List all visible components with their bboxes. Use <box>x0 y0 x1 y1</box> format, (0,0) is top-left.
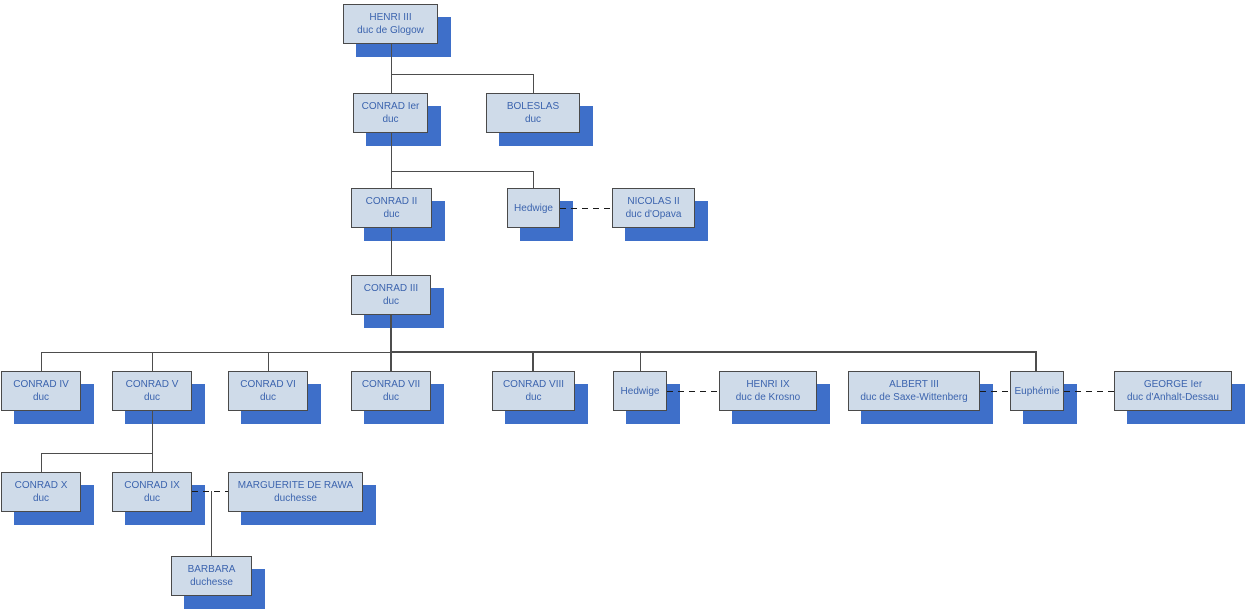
person-name: BOLESLAS <box>506 101 560 112</box>
marriage-line <box>667 391 719 392</box>
person-title: duc <box>382 392 400 403</box>
node-conrad-ii[interactable]: CONRAD II duc <box>351 188 432 228</box>
person-name: Hedwige <box>514 202 553 214</box>
connector-line <box>211 491 212 556</box>
person-title: duchesse <box>190 577 233 588</box>
node-george-ier[interactable]: GEORGE Ier duc d'Anhalt-Dessau <box>1114 371 1232 411</box>
person-name: BARBARA <box>187 564 236 575</box>
node-conrad-v[interactable]: CONRAD V duc <box>112 371 192 411</box>
person-name: NICOLAS II <box>627 196 680 207</box>
person-name: HENRI III <box>369 12 412 23</box>
marriage-line <box>560 208 612 209</box>
node-barbara[interactable]: BARBARA duchesse <box>171 556 252 596</box>
person-name: CONRAD VIII <box>502 379 565 390</box>
person-title: duc <box>259 392 277 403</box>
connector-line <box>41 453 42 472</box>
connector-line <box>268 352 269 371</box>
node-boleslas[interactable]: BOLESLAS duc <box>486 93 580 133</box>
node-henri-ix[interactable]: HENRI IX duc de Krosno <box>719 371 817 411</box>
person-name: HENRI IX <box>746 379 790 390</box>
node-hedwige-2[interactable]: Hedwige <box>613 371 667 411</box>
person-name: CONRAD VI <box>240 379 296 390</box>
person-title: duc <box>143 392 161 403</box>
person-name: MARGUERITE DE RAWA <box>237 480 354 491</box>
marriage-line <box>980 391 1010 392</box>
person-title: duc de Saxe-Wittenberg <box>860 392 968 403</box>
connector-line <box>41 352 391 353</box>
node-conrad-iv[interactable]: CONRAD IV duc <box>1 371 81 411</box>
connector-line <box>152 411 153 472</box>
person-name: CONRAD IX <box>124 480 180 491</box>
connector-line <box>533 74 534 93</box>
node-hedwige-1[interactable]: Hedwige <box>507 188 560 228</box>
person-title: duc <box>524 114 542 125</box>
person-title: duc <box>382 296 400 307</box>
connector-line <box>391 44 392 93</box>
node-conrad-ix[interactable]: CONRAD IX duc <box>112 472 192 512</box>
person-title: duc <box>382 114 399 125</box>
person-name: CONRAD II <box>365 196 418 207</box>
node-henri-iii[interactable]: HENRI III duc de Glogow <box>343 4 438 44</box>
connector-line <box>391 133 392 188</box>
node-euphemie[interactable]: Euphémie <box>1010 371 1064 411</box>
person-name: Hedwige <box>620 385 660 397</box>
person-name: CONRAD VII <box>361 379 421 390</box>
connector-line <box>640 352 641 371</box>
connector-line <box>152 352 153 371</box>
person-title: duchesse <box>274 493 317 504</box>
node-albert-iii[interactable]: ALBERT III duc de Saxe-Wittenberg <box>848 371 980 411</box>
connector-line <box>532 351 534 371</box>
connector-line <box>41 453 152 454</box>
node-conrad-vi[interactable]: CONRAD VI duc <box>228 371 308 411</box>
node-conrad-ier[interactable]: CONRAD Ier duc <box>353 93 428 133</box>
node-conrad-vii[interactable]: CONRAD VII duc <box>351 371 431 411</box>
connector-line <box>390 315 392 371</box>
node-marguerite-de-rawa[interactable]: MARGUERITE DE RAWA duchesse <box>228 472 363 512</box>
person-name: GEORGE Ier <box>1143 379 1203 390</box>
person-title: duc d'Anhalt-Dessau <box>1127 392 1219 403</box>
connector-line <box>391 228 392 275</box>
person-name: Euphémie <box>1014 385 1060 397</box>
person-title: duc <box>525 392 542 403</box>
node-conrad-x[interactable]: CONRAD X duc <box>1 472 81 512</box>
connector-line <box>533 171 534 188</box>
node-conrad-viii[interactable]: CONRAD VIII duc <box>492 371 575 411</box>
person-name: ALBERT III <box>889 379 939 390</box>
node-conrad-iii[interactable]: CONRAD III duc <box>351 275 431 315</box>
person-title: duc <box>143 493 161 504</box>
marriage-line <box>192 491 228 492</box>
person-title: duc de Glogow <box>357 25 424 36</box>
node-nicolas-ii[interactable]: NICOLAS II duc d'Opava <box>612 188 695 228</box>
person-name: CONRAD X <box>14 480 68 491</box>
person-title: duc <box>32 392 50 403</box>
connector-line <box>1035 351 1037 371</box>
connector-line <box>391 171 534 172</box>
person-title: duc <box>383 209 400 220</box>
person-name: CONRAD Ier <box>361 101 420 112</box>
connector-line <box>390 351 1037 353</box>
person-name: CONRAD IV <box>13 379 69 390</box>
person-title: duc de Krosno <box>735 392 801 403</box>
person-title: duc <box>32 493 50 504</box>
person-title: duc d'Opava <box>625 209 682 220</box>
marriage-line <box>1064 391 1114 392</box>
person-name: CONRAD V <box>125 379 179 390</box>
person-name: CONRAD III <box>363 283 419 294</box>
connector-line <box>41 352 42 371</box>
connector-line <box>391 74 534 75</box>
